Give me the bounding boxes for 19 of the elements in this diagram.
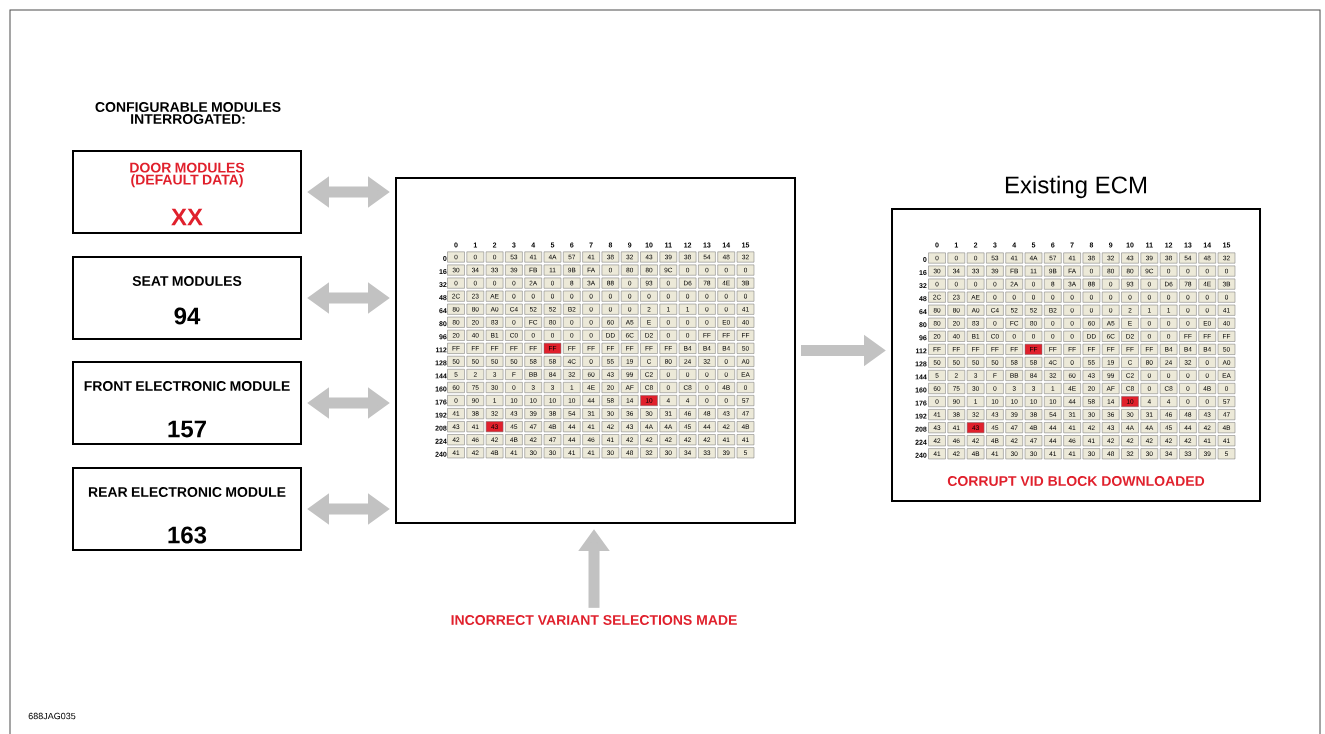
panel-heading: Existing ECM	[1005, 175, 1146, 199]
module-count: 94	[174, 307, 201, 325]
module-count: XX	[171, 208, 203, 226]
module-count: 163	[168, 526, 207, 544]
module-count: 157	[168, 420, 206, 438]
module-name: REAR ELECTRONIC MODULE	[88, 487, 286, 497]
panel-box	[395, 177, 796, 524]
module-box	[72, 150, 302, 234]
module-box	[72, 256, 302, 340]
module-name: SEAT MODULES	[132, 276, 242, 286]
module-name: FRONT ELECTRONIC MODULE	[84, 381, 290, 391]
heading: CONFIGURABLE MODULES INTERROGATED:	[95, 102, 281, 124]
note-text: INCORRECT VARIANT SELECTIONS MADE	[451, 615, 737, 625]
panel-box	[891, 175, 1261, 502]
status-text: CORRUPT VID BLOCK DOWNLOADED	[947, 476, 1205, 486]
module-box	[72, 361, 302, 445]
module-box	[72, 467, 302, 551]
module-name: DOOR MODULES (DEFAULT DATA)	[130, 162, 245, 188]
figure-code: 688JAG035	[28, 712, 76, 720]
